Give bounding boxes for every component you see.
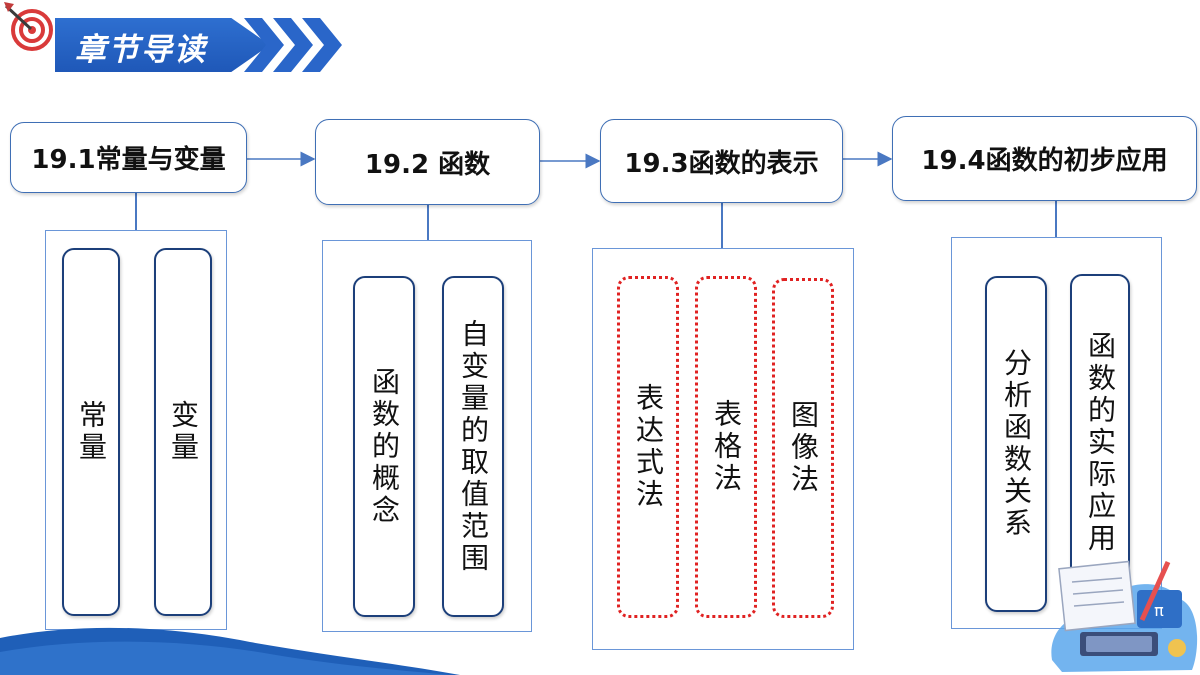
topic-pill: 分析函数关系 bbox=[985, 276, 1047, 612]
stem-3 bbox=[721, 203, 723, 248]
dart-target-icon bbox=[2, 0, 54, 52]
header-banner bbox=[55, 18, 270, 72]
topic-pill: 函数的概念 bbox=[353, 276, 415, 617]
section-header-3: 19.3函数的表示 bbox=[600, 119, 843, 203]
stem-2 bbox=[427, 205, 429, 241]
topic-pill: 图像法 bbox=[772, 278, 834, 618]
section-header-4: 19.4函数的初步应用 bbox=[892, 116, 1197, 201]
section-header-2: 19.2 函数 bbox=[315, 119, 540, 205]
topic-pill: 自变量的取值范围 bbox=[442, 276, 504, 617]
topic-pill: 表格法 bbox=[695, 276, 757, 618]
stem-4 bbox=[1055, 201, 1057, 237]
stem-1 bbox=[135, 193, 137, 231]
topic-pill: 变量 bbox=[154, 248, 212, 616]
section-header-1: 19.1常量与变量 bbox=[10, 122, 247, 193]
wave-decoration bbox=[0, 627, 460, 675]
topic-pill: 函数的实际应用 bbox=[1070, 274, 1130, 612]
page-title: 章节导读 bbox=[75, 32, 207, 68]
topic-pill: 常量 bbox=[62, 248, 120, 616]
math-desk-illustration: π bbox=[1051, 560, 1198, 672]
topic-pill: 表达式法 bbox=[617, 276, 679, 618]
svg-text:π: π bbox=[1154, 601, 1164, 620]
